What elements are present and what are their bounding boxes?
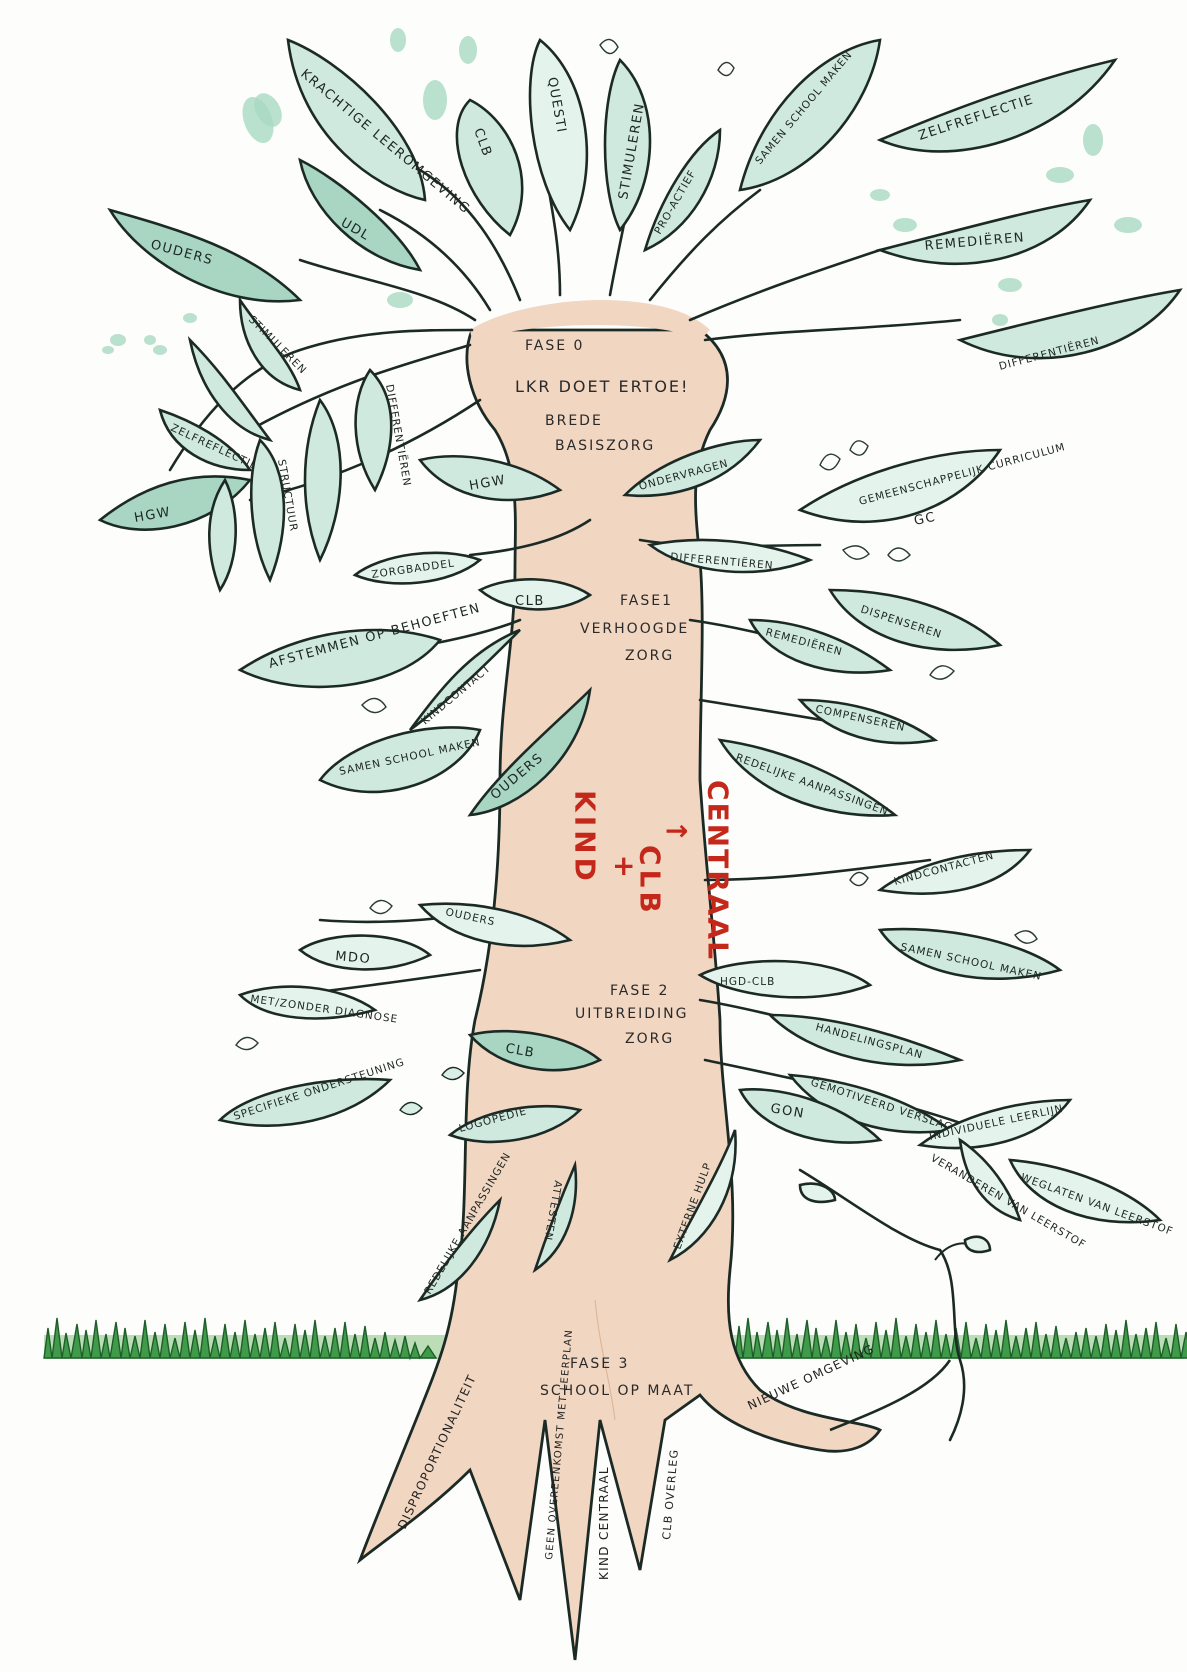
svg-text:MDO: MDO — [335, 949, 372, 967]
svg-text:CLB OVERLEG: CLB OVERLEG — [660, 1448, 681, 1540]
leaf-remedieren-top: REMEDIËREN — [880, 200, 1090, 264]
leaf-afstemmen: AFSTEMMEN OP BEHOEFTEN — [240, 601, 482, 687]
new-shoot — [800, 1184, 990, 1430]
leaf-samen-school-maken-top: SAMEN SCHOOL MAKEN — [740, 40, 880, 190]
svg-text:FASE1: FASE1 — [620, 593, 673, 609]
svg-text:GC: GC — [913, 510, 938, 529]
leaf-weglaten-van-leerstof: WEGLATEN VAN LEERSTOF — [1010, 1160, 1175, 1238]
leaf-questi: QUESTI — [530, 40, 587, 230]
svg-text:HGD-CLB: HGD-CLB — [720, 976, 775, 988]
leaf-structuur-left: STRUCTUUR — [251, 440, 299, 580]
plus-sign: + — [612, 849, 635, 882]
leaf-specifieke-ondersteuning: SPECIFIEKE ONDERSTEUNING — [220, 1056, 406, 1126]
leaf-redelijke-aanpassingen-fase1: REDELIJKE AANPASSINGEN — [720, 740, 895, 818]
leaf-differentieren-left: DIFFERENTIËREN — [356, 370, 414, 490]
svg-text:ZORG: ZORG — [625, 1031, 674, 1047]
leaf-samen-school-fase1: SAMEN SCHOOL MAKEN — [320, 727, 482, 792]
leaf-zelfreflectie-top: ZELFREFLECTIE — [880, 60, 1115, 151]
svg-text:CLB: CLB — [515, 594, 545, 609]
arrow-glyph: → — [665, 814, 688, 847]
leaf-remedieren-left — [305, 400, 341, 560]
svg-text:ZORG: ZORG — [625, 648, 674, 664]
leaf-mdo: MDO — [300, 936, 430, 970]
leaf-samen-school-fase2: SAMEN SCHOOL MAKEN — [880, 929, 1060, 983]
leaf-met-zonder-diagnose: MET/ZONDER DIAGNOSE — [240, 987, 399, 1026]
svg-text:FASE 0: FASE 0 — [525, 338, 584, 354]
svg-text:BREDE: BREDE — [545, 413, 603, 429]
kind-word: KIND — [569, 790, 602, 885]
svg-text:LKR DOET ERTOE!: LKR DOET ERTOE! — [515, 377, 689, 396]
leaf-compenseren: COMPENSEREN — [800, 700, 935, 743]
leaf-kindcontacten: KINDCONTACTEN — [880, 850, 1030, 894]
svg-text:REDELIJKE AANPASSINGEN: REDELIJKE AANPASSINGEN — [734, 752, 890, 819]
svg-text:UITBREIDING: UITBREIDING — [575, 1006, 688, 1022]
svg-text:FASE 2: FASE 2 — [610, 983, 669, 999]
leaf-ouders-top: OUDERS — [110, 210, 300, 301]
svg-text:FASE 3: FASE 3 — [570, 1356, 629, 1372]
svg-text:VERHOOGDE: VERHOOGDE — [580, 621, 689, 637]
leaf-zorgbaddel: ZORGBADDEL — [355, 553, 480, 584]
leaf-stimuleren-top: STIMULEREN — [605, 60, 650, 230]
centraal-word: CENTRAAL — [702, 780, 735, 961]
leaf-handelingsplan: HANDELINGSPLAN — [770, 1015, 960, 1065]
svg-text:BASISZORG: BASISZORG — [555, 438, 655, 454]
clb-word: CLB — [634, 845, 667, 917]
leaf-clb-top: CLB — [457, 100, 522, 235]
leaf-hgd-clb: HGD-CLB — [700, 961, 870, 997]
leaf-gemeenschappelijk-curriculum: GEMEENSCHAPPELIJK CURRICULUM GC — [800, 441, 1067, 529]
leaf-dispenseren: DISPENSEREN — [830, 590, 1000, 650]
svg-text:KIND CENTRAAL: KIND CENTRAAL — [597, 1466, 611, 1580]
leaf-differentieren-top: DIFFERENTIËREN — [960, 290, 1180, 373]
